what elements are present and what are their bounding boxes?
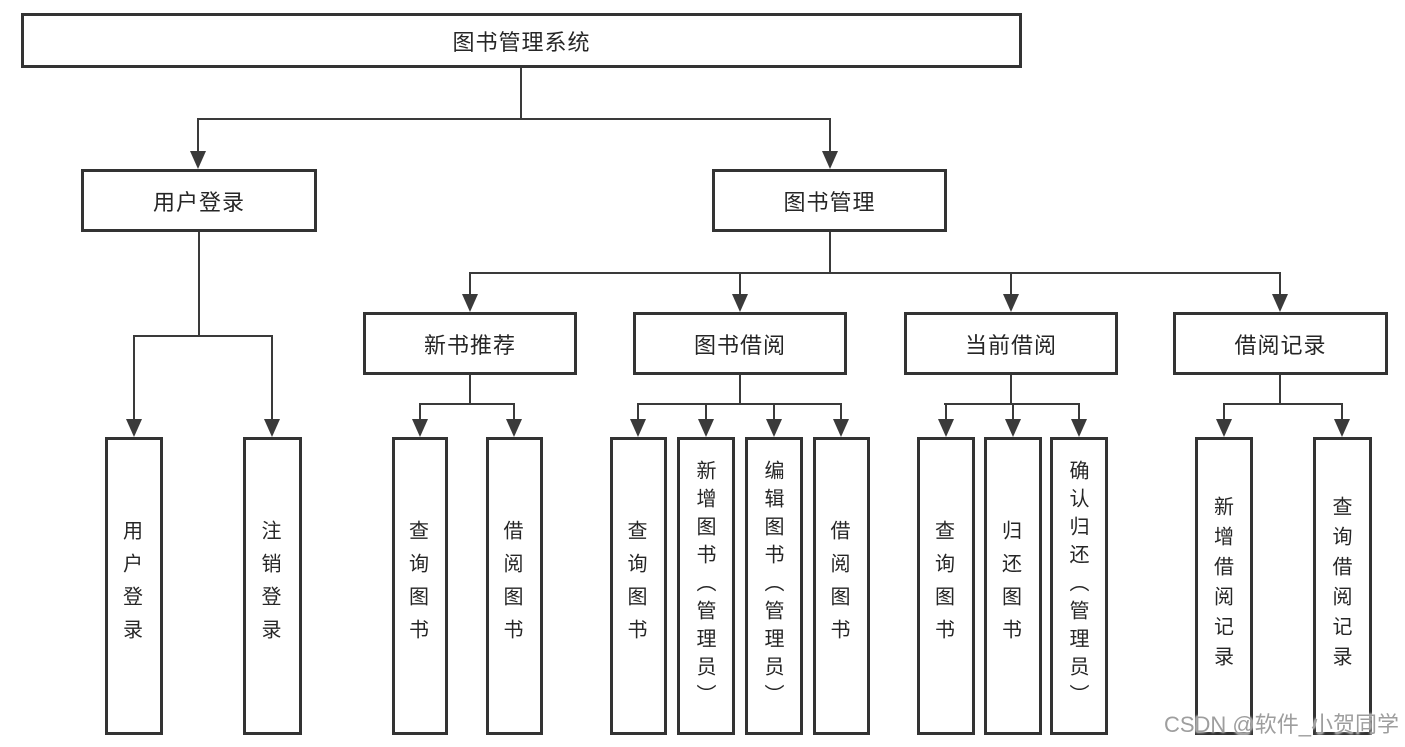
connector-line xyxy=(469,272,1281,274)
connector-line xyxy=(419,403,515,405)
connector-line xyxy=(945,403,947,421)
leaf-label: 借阅图书 xyxy=(827,520,849,652)
node-new-book-recommend: 新书推荐 xyxy=(363,312,577,375)
arrow-down xyxy=(766,419,782,437)
leaf-confirm-return-admin: 确认归还（管理员） xyxy=(1050,437,1108,735)
connector-line xyxy=(271,335,273,422)
node-borrow-records: 借阅记录 xyxy=(1173,312,1388,375)
leaf-logout: 注销登录 xyxy=(243,437,302,735)
node-book-management: 图书管理 xyxy=(712,169,947,232)
connector-line xyxy=(197,118,199,154)
leaf-label: 用户登录 xyxy=(119,520,142,652)
leaf-label: 查询图书 xyxy=(405,520,428,652)
connector-line xyxy=(1341,403,1343,421)
connector-line xyxy=(198,232,200,337)
connector-line xyxy=(1223,403,1225,421)
connector-line xyxy=(773,403,775,421)
connector-line xyxy=(133,335,273,337)
leaf-label: 归还图书 xyxy=(998,520,1021,652)
connector-line xyxy=(829,118,831,154)
connector-line xyxy=(1279,374,1281,405)
arrow-down xyxy=(630,419,646,437)
leaf-return-book: 归还图书 xyxy=(984,437,1042,735)
arrow-down xyxy=(1003,294,1019,312)
node-label: 图书管理系统 xyxy=(452,29,591,55)
node-label: 图书管理 xyxy=(783,189,876,215)
leaf-user-login: 用户登录 xyxy=(105,437,163,735)
arrow-down xyxy=(833,419,849,437)
arrow-down xyxy=(938,419,954,437)
connector-line xyxy=(739,272,741,296)
connector-line xyxy=(637,403,639,421)
connector-line xyxy=(1012,403,1014,421)
node-label: 图书借阅 xyxy=(693,332,786,358)
connector-line xyxy=(1223,403,1343,405)
connector-line xyxy=(840,403,842,421)
arrow-down xyxy=(1216,419,1232,437)
connector-line xyxy=(637,403,842,405)
connector-line xyxy=(197,118,831,120)
arrow-down xyxy=(698,419,714,437)
connector-line xyxy=(705,403,707,421)
connector-line xyxy=(829,232,831,274)
watermark: CSDN @软件_小贺同学 xyxy=(1163,712,1399,737)
leaf-edit-book-admin: 编辑图书（管理员） xyxy=(745,437,803,735)
leaf-label: 查询图书 xyxy=(624,520,646,652)
connector-line xyxy=(1078,403,1080,421)
leaf-add-book-admin: 新增图书（管理员） xyxy=(677,437,735,735)
arrow-down xyxy=(822,151,838,169)
connector-line xyxy=(1279,272,1281,296)
leaf-add-borrow-record: 新增借阅记录 xyxy=(1195,437,1253,735)
leaf-query-borrow-record: 查询借阅记录 xyxy=(1313,437,1372,735)
connector-line xyxy=(1010,374,1012,405)
node-label: 当前借阅 xyxy=(964,332,1057,358)
leaf-query-books-3: 查询图书 xyxy=(917,437,975,735)
node-label: 新书推荐 xyxy=(423,332,516,358)
arrow-down xyxy=(732,294,748,312)
leaf-label: 查询图书 xyxy=(931,520,954,652)
arrow-down xyxy=(190,151,206,169)
connector-line xyxy=(133,335,135,422)
node-book-borrow: 图书借阅 xyxy=(633,312,847,375)
leaf-query-books-1: 查询图书 xyxy=(392,437,448,735)
node-label: 借阅记录 xyxy=(1234,332,1327,358)
connector-line xyxy=(469,272,471,296)
node-user-login: 用户登录 xyxy=(81,169,317,232)
leaf-borrow-books-2: 借阅图书 xyxy=(813,437,870,735)
connector-line xyxy=(739,374,741,405)
arrow-down xyxy=(1005,419,1021,437)
leaf-label: 新增图书（管理员） xyxy=(693,460,715,712)
leaf-borrow-books-1: 借阅图书 xyxy=(486,437,543,735)
node-root: 图书管理系统 xyxy=(21,13,1022,68)
arrow-down xyxy=(264,419,280,437)
leaf-label: 借阅图书 xyxy=(500,520,522,652)
connector-line xyxy=(513,403,515,421)
leaf-label: 注销登录 xyxy=(258,520,280,652)
leaf-label: 编辑图书（管理员） xyxy=(761,460,783,712)
arrow-down xyxy=(1071,419,1087,437)
node-label: 用户登录 xyxy=(152,189,245,215)
arrow-down xyxy=(1272,294,1288,312)
leaf-label: 查询借阅记录 xyxy=(1329,496,1351,676)
arrow-down xyxy=(506,419,522,437)
arrow-down xyxy=(126,419,142,437)
connector-line xyxy=(419,403,421,421)
arrow-down xyxy=(1334,419,1350,437)
arrow-down xyxy=(462,294,478,312)
leaf-label: 确认归还（管理员） xyxy=(1066,460,1088,712)
connector-line xyxy=(469,374,471,405)
leaf-query-books-2: 查询图书 xyxy=(610,437,667,735)
node-current-borrow: 当前借阅 xyxy=(904,312,1118,375)
arrow-down xyxy=(412,419,428,437)
connector-line xyxy=(1010,272,1012,296)
connector-line xyxy=(520,68,522,118)
leaf-label: 新增借阅记录 xyxy=(1210,496,1233,676)
